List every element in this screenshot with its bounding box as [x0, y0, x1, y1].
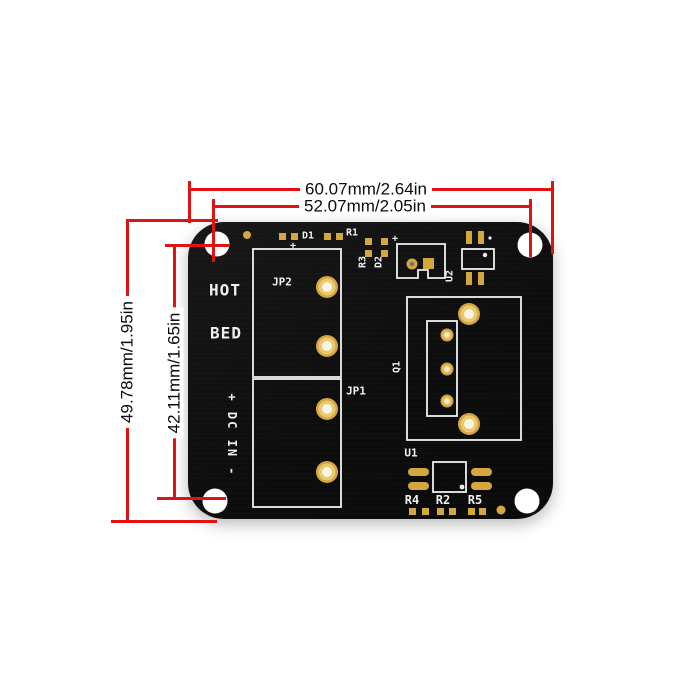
label-d2: D2 — [373, 255, 385, 269]
u1-pad — [471, 468, 492, 476]
dim-tick — [212, 199, 215, 262]
dim-tick — [188, 181, 191, 223]
gold-via-bottom-right — [496, 505, 506, 515]
label-u1: U1 — [404, 446, 418, 460]
dim-tick — [126, 219, 218, 222]
q1-mount-pad — [458, 413, 480, 435]
u1-pin1-dot — [459, 484, 465, 490]
label-dc-in: + DC IN - — [225, 393, 239, 477]
polarity-plus-d2: + — [391, 233, 399, 245]
label-r4: R4 — [404, 493, 420, 507]
smd-outline — [461, 248, 495, 270]
dim-label-left-outer: 49.78mm/1.95in — [117, 296, 137, 428]
r2-pad — [437, 508, 444, 515]
q1-inner-outline — [426, 320, 458, 417]
gold-via-top-left — [243, 231, 251, 239]
board-texture — [188, 222, 553, 519]
dim-tick — [529, 199, 532, 257]
u1-pad — [408, 468, 429, 476]
r3-pad — [365, 250, 372, 257]
pin1-dot — [482, 252, 488, 258]
r1-pad — [336, 233, 343, 240]
label-jp1: JP1 — [346, 384, 366, 398]
dim-tick — [111, 520, 217, 523]
dim-label-top-inner: 52.07mm/2.05in — [299, 196, 431, 216]
jp2-pad — [316, 276, 338, 298]
label-r3: R3 — [357, 255, 369, 269]
jp2-outline — [252, 248, 342, 378]
dim-label-left-inner: 42.11mm/1.65in — [164, 307, 184, 439]
label-jp2: JP2 — [272, 275, 292, 289]
label-r1: R1 — [345, 227, 359, 239]
mounting-hole-bottom-left — [202, 488, 228, 514]
u2-pad-hole — [409, 261, 415, 267]
label-q1: Q1 — [391, 360, 403, 374]
u2-square-pad — [423, 258, 434, 269]
d2-pad — [381, 238, 388, 245]
r2-pad — [449, 508, 456, 515]
dim-tick — [157, 497, 226, 500]
pcb-board: HOT BED JP2 JP1 D1 R1 + + R3 D2 U2 Q1 U1… — [188, 222, 553, 519]
label-r2: R2 — [435, 493, 451, 507]
label-u2: U2 — [444, 269, 456, 283]
smd-pad — [478, 272, 484, 285]
smd-pad — [478, 231, 484, 244]
smd-pad — [466, 231, 472, 244]
r5-pad — [479, 508, 486, 515]
pcb-artwork — [202, 231, 543, 515]
q1-pin-pad — [440, 394, 454, 408]
label-r5: R5 — [467, 493, 483, 507]
d1-pad — [279, 233, 286, 240]
dim-tick — [551, 181, 554, 254]
r5-pad — [468, 508, 475, 515]
q1-mount-pad — [458, 303, 480, 325]
r3-pad — [365, 238, 372, 245]
q1-pin-pad — [440, 362, 454, 376]
r4-pad — [409, 508, 416, 515]
mounting-hole-bottom-right — [514, 488, 540, 514]
r4-pad — [422, 508, 429, 515]
jp1-outline — [252, 378, 342, 508]
u1-pad — [408, 482, 429, 490]
dim-tick — [165, 244, 230, 247]
q1-pin-pad — [440, 328, 454, 342]
d2-pad — [381, 250, 388, 257]
label-hot: HOT — [209, 280, 241, 300]
label-d1: D1 — [301, 230, 315, 242]
dim-label-top-outer: 60.07mm/2.64in — [300, 179, 432, 199]
smd-pad — [466, 272, 472, 285]
silk-dot — [488, 236, 492, 240]
label-bed: BED — [210, 323, 242, 343]
r1-pad — [324, 233, 331, 240]
q1-outline — [406, 296, 522, 441]
jp2-pad — [316, 335, 338, 357]
jp1-pad — [316, 398, 338, 420]
d1-pad — [291, 233, 298, 240]
u1-outline — [432, 461, 467, 493]
jp1-pad — [316, 461, 338, 483]
u2-outline — [396, 243, 446, 279]
polarity-plus-d1: + — [289, 240, 297, 252]
u1-pad — [471, 482, 492, 490]
